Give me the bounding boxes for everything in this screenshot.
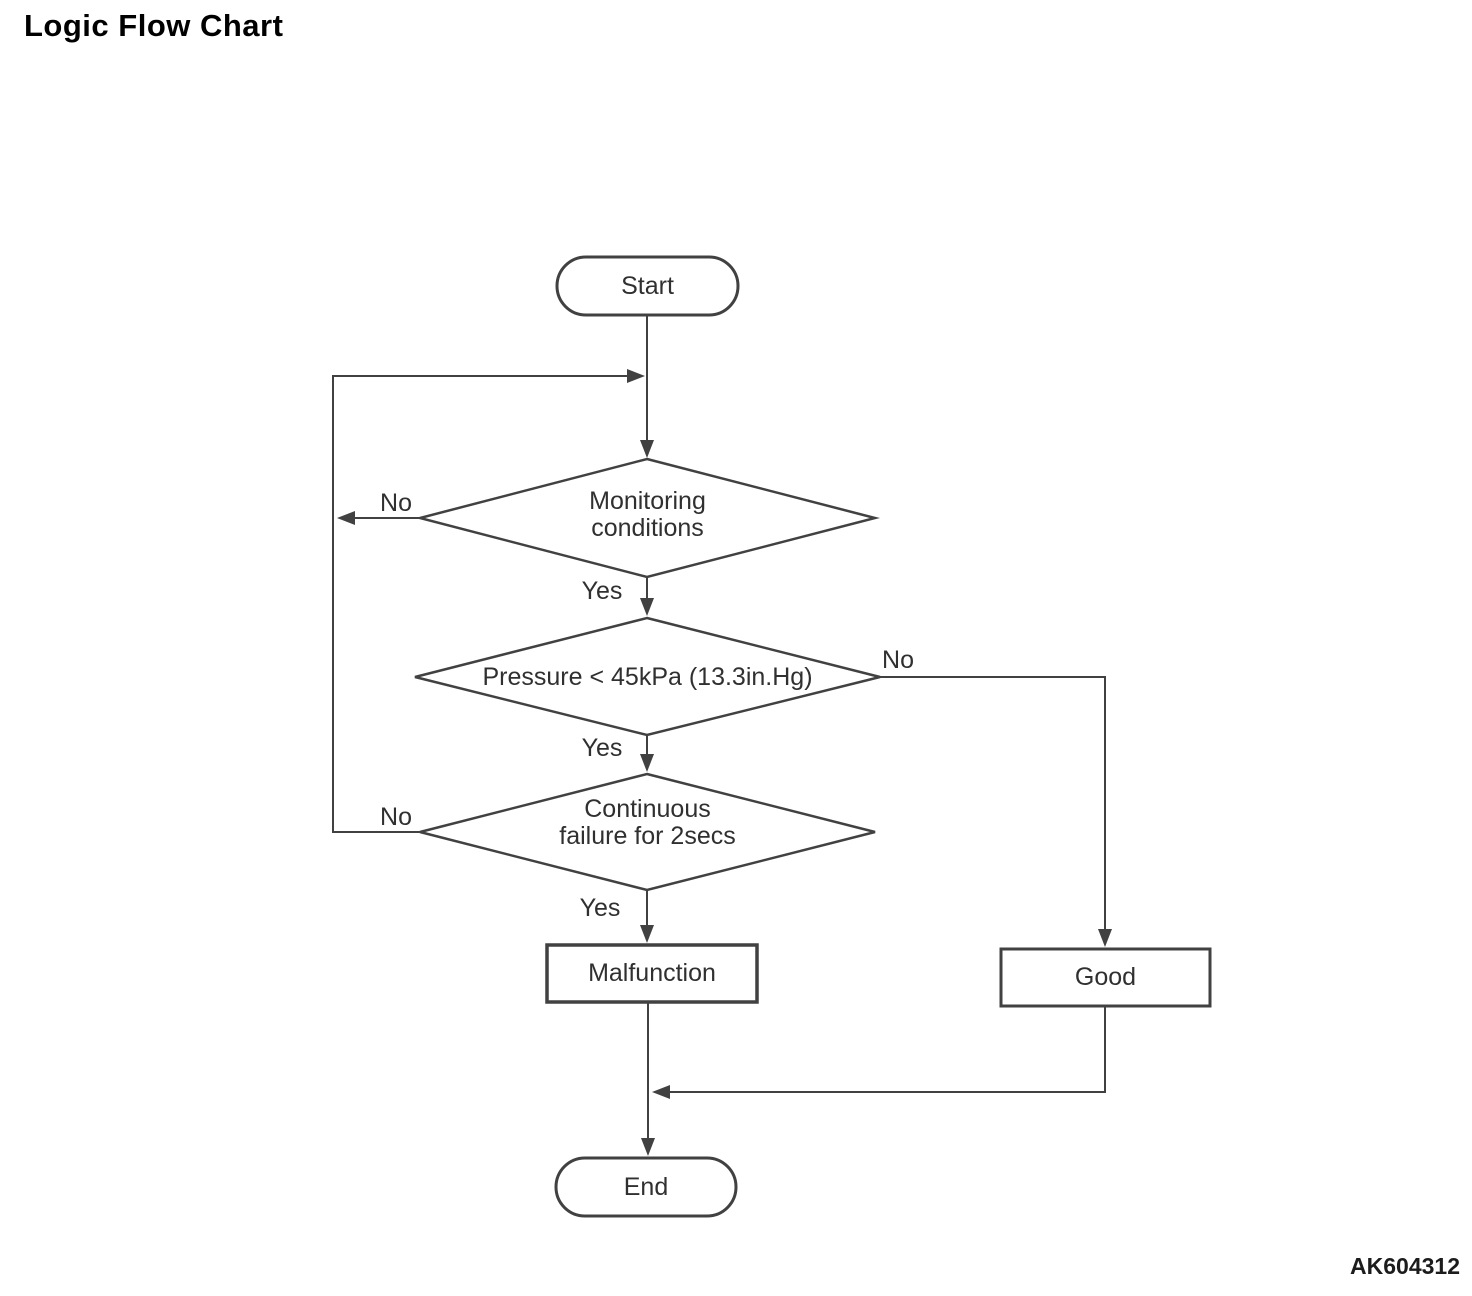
start-node-shape [555, 255, 740, 317]
arrowhead-into-continuous [640, 754, 654, 772]
decision-continuous-label: Continuous failure for 2secs [559, 795, 736, 850]
arrowhead-into-end [641, 1138, 655, 1156]
figure-code: AK604312 [1350, 1253, 1460, 1279]
end-node-label: End [623, 1173, 669, 1201]
edge-label-pressure-no: No [882, 646, 914, 674]
arrowhead-into-good [1098, 929, 1112, 947]
edge-label-monitoring-no: No [380, 489, 412, 517]
decision-monitoring-shape [415, 457, 880, 579]
arrowhead-loopback-right [627, 369, 645, 383]
arrowhead-merge-left [652, 1085, 670, 1099]
malfunction-node-shape [545, 943, 759, 1004]
edge-label-pressure-yes: Yes [581, 734, 623, 762]
arrowhead-monitoring-no-left [337, 511, 355, 525]
arrowhead-into-monitoring [640, 440, 654, 458]
arrowhead-into-malfunction [640, 925, 654, 943]
good-node-shape [999, 947, 1212, 1008]
edge-good-to-merge [668, 1006, 1106, 1093]
decision-continuous-shape [419, 772, 876, 892]
start-node-label: Start [621, 272, 674, 300]
edge-label-continuous-yes: Yes [579, 894, 621, 922]
good-node-label: Good [1074, 963, 1137, 991]
page-title: Logic Flow Chart [24, 8, 284, 43]
malfunction-node-label: Malfunction [588, 959, 716, 987]
decision-monitoring-label: Monitoring conditions [589, 487, 706, 542]
end-node-shape [554, 1156, 738, 1218]
edge-label-monitoring-yes: Yes [581, 577, 623, 605]
edge-continuous-no-loopback [332, 375, 629, 833]
edge-pressure-no-to-good [880, 676, 1106, 931]
decision-pressure-label: Pressure < 45kPa (13.3in.Hg) [482, 663, 813, 691]
arrowhead-into-pressure [640, 598, 654, 616]
decision-pressure-shape [414, 616, 881, 737]
edge-label-continuous-no: No [380, 803, 412, 831]
